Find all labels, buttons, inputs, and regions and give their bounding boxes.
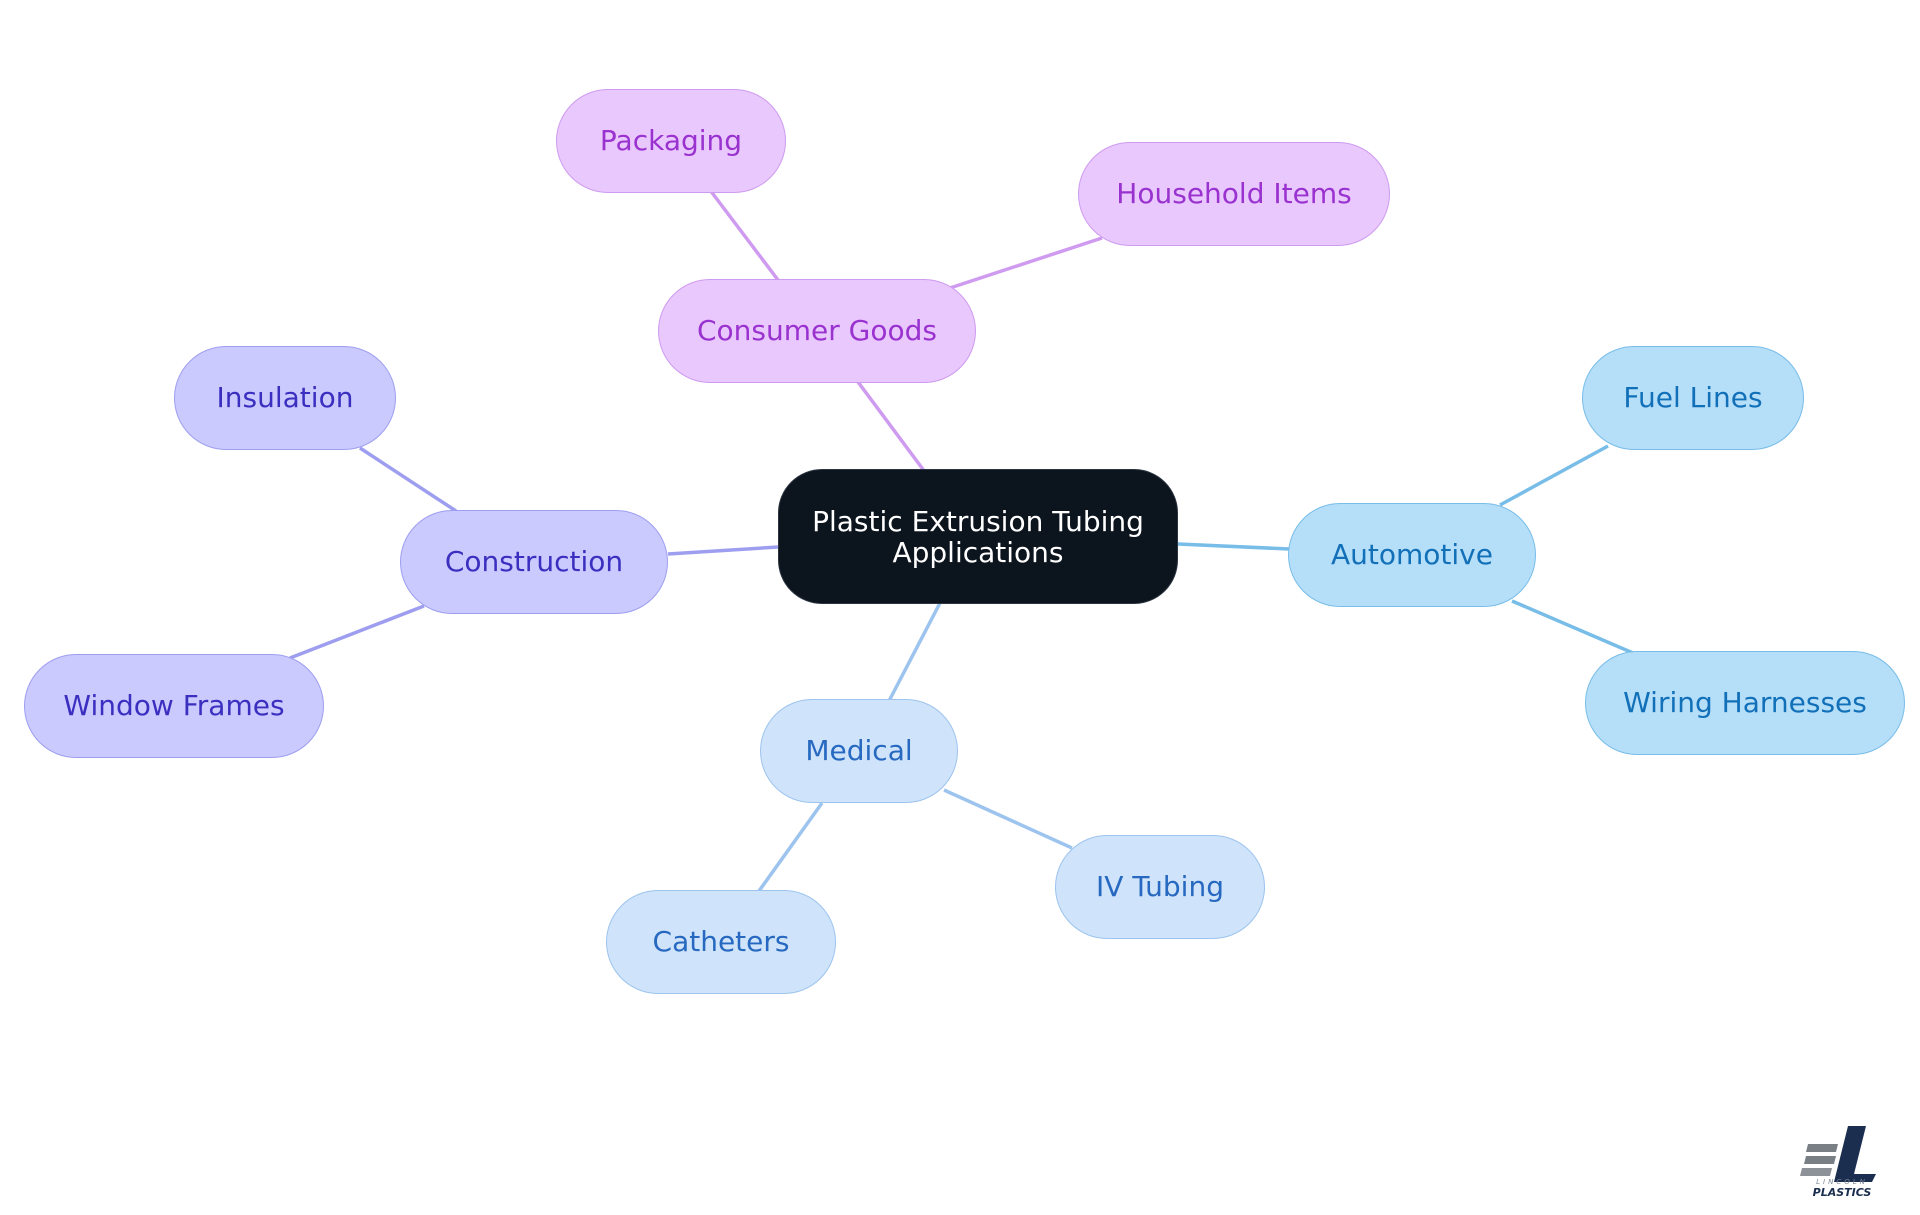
packaging-node: Packaging bbox=[556, 89, 786, 193]
edge-automotive-wiring-harnesses bbox=[1511, 599, 1634, 655]
edge-medical-iv-tubing bbox=[943, 788, 1073, 850]
edge-construction-insulation bbox=[359, 446, 457, 513]
medical-node: Medical bbox=[760, 699, 958, 803]
insulation-node: Insulation bbox=[174, 346, 396, 450]
lincoln-plastics-logo: LINCOLN PLASTICS bbox=[1798, 1122, 1886, 1200]
household-items-node: Household Items bbox=[1078, 142, 1390, 246]
logo-brand-text: PLASTICS bbox=[1812, 1186, 1872, 1199]
root-node: Plastic Extrusion Tubing Applications bbox=[778, 469, 1178, 604]
construction-node: Construction bbox=[400, 510, 668, 614]
fuel-lines-node: Fuel Lines bbox=[1582, 346, 1804, 450]
edge-root-medical bbox=[887, 602, 942, 702]
edge-consumer-goods-household-items bbox=[949, 236, 1103, 290]
wiring-harnesses-node: Wiring Harnesses bbox=[1585, 651, 1905, 755]
logo-mark-icon bbox=[1800, 1126, 1876, 1182]
consumer-goods-node: Consumer Goods bbox=[658, 279, 976, 383]
edge-root-construction bbox=[667, 545, 779, 556]
edge-automotive-fuel-lines bbox=[1499, 444, 1609, 507]
edge-root-consumer-goods bbox=[856, 380, 927, 474]
logo-small-text: LINCOLN bbox=[1816, 1178, 1868, 1186]
catheters-node: Catheters bbox=[606, 890, 836, 994]
window-frames-node: Window Frames bbox=[24, 654, 324, 758]
automotive-node: Automotive bbox=[1288, 503, 1536, 607]
edge-root-automotive bbox=[1177, 542, 1290, 551]
edge-construction-window-frames bbox=[289, 604, 425, 660]
iv-tubing-node: IV Tubing bbox=[1055, 835, 1265, 939]
edge-consumer-goods-packaging bbox=[708, 188, 780, 282]
edge-medical-catheters bbox=[757, 801, 824, 893]
